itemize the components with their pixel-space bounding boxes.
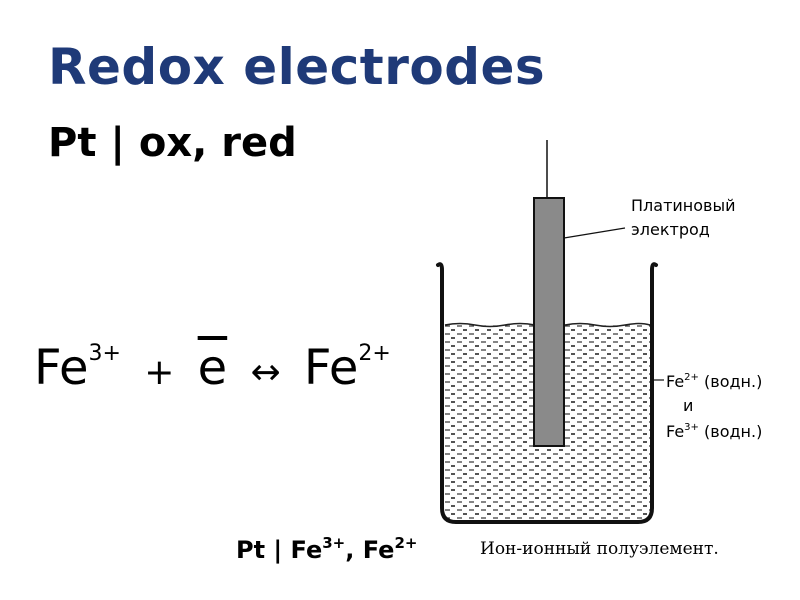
notation-charge-1: 3+ [322,534,346,552]
fe3-charge: 3+ [684,422,699,433]
electrode-pointer [563,227,626,239]
diagram-caption: Ион-ионный полуэлемент. [480,539,719,559]
equation-right-charge: 2+ [358,341,391,366]
fe3-state: (водн.) [704,422,763,441]
electrode-label-line1: Платиновый [631,196,736,215]
slide-title: Redox electrodes [48,38,546,96]
fe3-species: Fe [666,422,685,441]
equation-left-species: Fe [34,340,89,396]
notation-separator: , Fe [345,536,395,564]
notation-prefix: Pt | Fe [236,536,323,564]
fe2-species: Fe [666,372,685,391]
beaker-outline [436,262,658,524]
fe2-charge: 2+ [684,372,699,383]
equation-electron: e [197,340,228,396]
electrode-label-line2: электрод [631,220,710,239]
equation-left-charge: 3+ [88,341,121,366]
cell-notation: Pt | Fe3+, Fe2+ [236,534,417,564]
platinum-electrode [533,197,565,447]
solution-label-and: и [683,396,694,415]
equation-plus: + [144,352,175,393]
solution-surface [444,322,651,328]
solution-label-fe2: Fe2+ (водн.) [666,372,762,391]
redox-equation: Fe3+ + e ↔ Fe2+ [34,340,391,396]
electrode-diagram: Платиновый электрод Fe2+ (водн.) и Fe3+ … [420,130,780,570]
solution-label-fe3: Fe3+ (водн.) [666,422,762,441]
equation-arrow: ↔ [250,352,281,393]
fe2-state: (водн.) [704,372,763,391]
beaker-illustration [436,140,664,524]
equation-right-species: Fe [303,340,359,396]
slide-subtitle: Pt | ox, red [48,120,297,166]
notation-charge-2: 2+ [394,534,418,552]
